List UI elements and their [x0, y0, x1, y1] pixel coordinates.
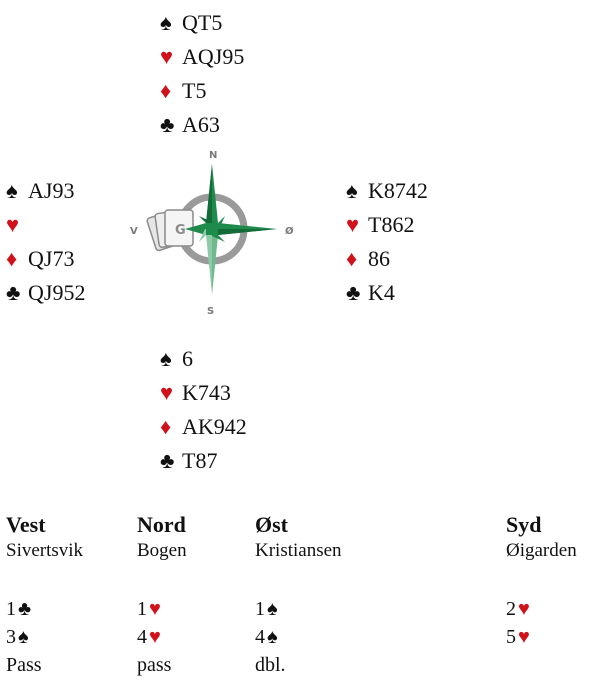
player-north: Bogen	[137, 540, 187, 561]
east-clubs: ♣K4	[346, 276, 428, 310]
svg-text:G: G	[175, 223, 186, 238]
west-hand: ♠AJ93 ♥ ♦QJ73 ♣QJ952	[6, 174, 85, 310]
club-icon: ♣	[160, 448, 175, 473]
player-west: Sivertsvik	[6, 540, 84, 561]
bid-call: 1♥	[137, 598, 161, 620]
club-icon: ♣	[346, 280, 361, 305]
north-clubs: ♣A63	[160, 108, 244, 142]
south-diamonds: ♦AK942	[160, 410, 247, 444]
header-north: Nord	[137, 512, 186, 537]
heart-icon: ♥	[149, 626, 161, 648]
spade-icon: ♠	[346, 178, 358, 203]
player-south: Øigarden	[506, 540, 577, 561]
diamond-icon: ♦	[160, 414, 172, 439]
bid-call: 5♥	[506, 626, 530, 648]
cards-icon: G	[146, 209, 194, 252]
diamond-icon: ♦	[346, 246, 358, 271]
compass-rose-icon: G N S V Ø	[130, 150, 294, 317]
compass-west-label: V	[130, 226, 138, 237]
spade-icon: ♠	[6, 178, 18, 203]
heart-icon: ♥	[160, 380, 174, 405]
east-spades: ♠K8742	[346, 174, 428, 208]
bid-call: 3♠	[6, 626, 29, 648]
east-diamonds: ♦86	[346, 242, 428, 276]
bid-call: 1♣	[6, 598, 32, 620]
compass-star	[185, 164, 277, 294]
club-icon: ♣	[6, 280, 21, 305]
bid-call: 2♥	[506, 598, 530, 620]
heart-icon: ♥	[346, 212, 360, 237]
heart-icon: ♥	[6, 212, 20, 237]
north-hearts: ♥AQJ95	[160, 40, 244, 74]
club-icon: ♣	[18, 598, 32, 620]
spade-icon: ♠	[18, 626, 29, 648]
north-spades: ♠QT5	[160, 6, 244, 40]
bid-call: pass	[137, 654, 172, 676]
spade-icon: ♠	[160, 346, 172, 371]
compass-south-label: S	[207, 306, 214, 317]
player-east: Kristiansen	[255, 540, 342, 561]
heart-icon: ♥	[160, 44, 174, 69]
header-east: Øst	[255, 512, 288, 537]
east-hearts: ♥T862	[346, 208, 428, 242]
north-hand: ♠QT5 ♥AQJ95 ♦T5 ♣A63	[160, 6, 244, 142]
header-south: Syd	[506, 512, 542, 537]
heart-icon: ♥	[518, 626, 530, 648]
compass-east-label: Ø	[285, 225, 294, 237]
west-diamonds: ♦QJ73	[6, 242, 85, 276]
heart-icon: ♥	[149, 598, 161, 620]
south-hand: ♠6 ♥K743 ♦AK942 ♣T87	[160, 342, 247, 478]
south-clubs: ♣T87	[160, 444, 247, 478]
bid-call: 4♠	[255, 626, 278, 648]
west-spades: ♠AJ93	[6, 174, 85, 208]
club-icon: ♣	[160, 112, 175, 137]
spade-icon: ♠	[160, 10, 172, 35]
bid-call: Pass	[6, 654, 42, 676]
south-spades: ♠6	[160, 342, 247, 376]
bid-call: dbl.	[255, 654, 286, 676]
diamond-icon: ♦	[160, 78, 172, 103]
bid-call: 4♥	[137, 626, 161, 648]
diamond-icon: ♦	[6, 246, 18, 271]
north-diamonds: ♦T5	[160, 74, 244, 108]
header-west: Vest	[6, 512, 46, 537]
compass-north-label: N	[209, 150, 217, 161]
west-hearts: ♥	[6, 208, 85, 242]
bid-call: 1♠	[255, 598, 278, 620]
west-clubs: ♣QJ952	[6, 276, 85, 310]
spade-icon: ♠	[267, 626, 278, 648]
spade-icon: ♠	[267, 598, 278, 620]
heart-icon: ♥	[518, 598, 530, 620]
east-hand: ♠K8742 ♥T862 ♦86 ♣K4	[346, 174, 428, 310]
south-hearts: ♥K743	[160, 376, 247, 410]
